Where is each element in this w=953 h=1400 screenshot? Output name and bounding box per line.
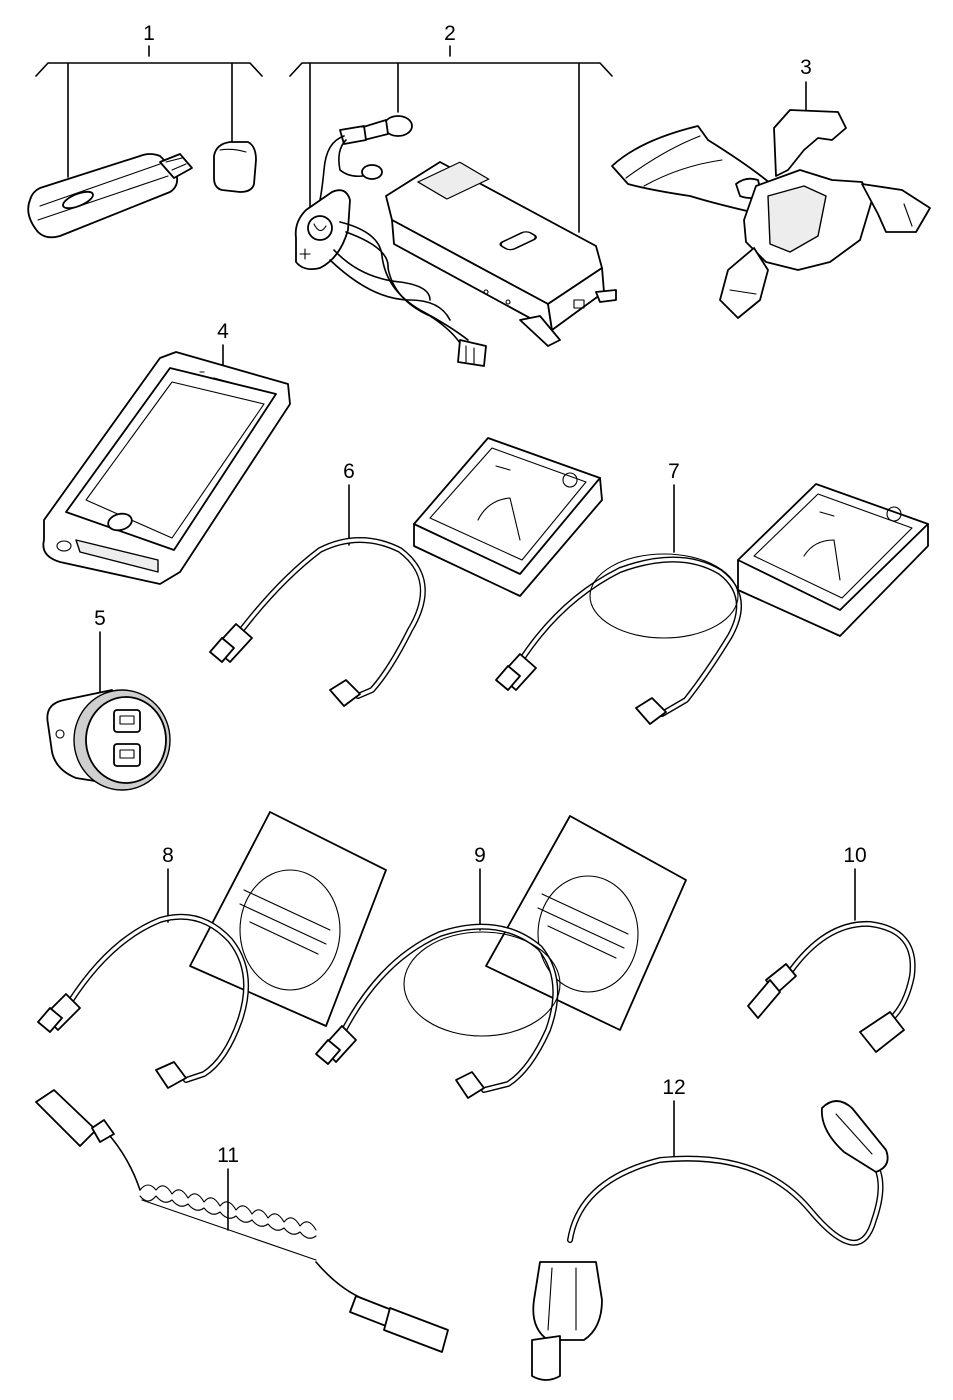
usb-extension-cable-icon (747, 920, 916, 1053)
usb-cable-short-icon (209, 537, 426, 707)
control-module-icon (385, 161, 617, 347)
callout-5: 5 (94, 607, 106, 630)
callout-3: 3 (800, 56, 812, 79)
coil-icon (139, 1184, 317, 1261)
smartphone-case-icon (42, 351, 291, 585)
coiled-usb-cable-icon (35, 1089, 449, 1353)
callout-10: 10 (843, 844, 866, 867)
leader-lines (35, 45, 856, 1231)
callout-8: 8 (162, 844, 174, 867)
callout-4: 4 (217, 320, 229, 343)
usb-cable-long-icon (495, 553, 742, 725)
phone-holder-icon (611, 109, 931, 319)
warning-sheet-1-icon (189, 811, 387, 1027)
usb-cap-icon (213, 141, 257, 193)
callout-12: 12 (662, 1076, 685, 1099)
callout-2: 2 (444, 22, 456, 45)
callout-11: 11 (217, 1144, 239, 1167)
package-box-2-icon (737, 483, 929, 637)
callout-6: 6 (343, 460, 355, 483)
usb-cable-9-icon (315, 923, 561, 1099)
car-charger-icon (46, 689, 171, 791)
gooseneck-light-icon (531, 1100, 889, 1381)
package-box-1-icon (413, 437, 603, 597)
usb-cable-8-icon (37, 913, 250, 1089)
bluetooth-handset-icon (294, 115, 487, 367)
usb-modem-icon (27, 153, 193, 239)
callout-7: 7 (668, 460, 680, 483)
warning-sheet-2-icon (485, 815, 687, 1031)
callout-9: 9 (474, 844, 486, 867)
callout-1: 1 (143, 22, 155, 45)
